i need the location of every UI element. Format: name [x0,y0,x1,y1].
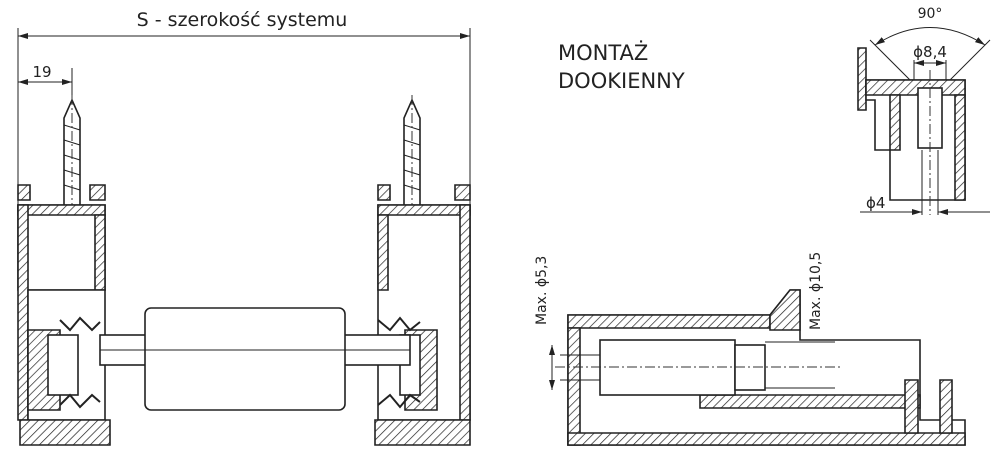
mounting-title-line2: DOOKIENNY [558,69,685,93]
max-drill-detail: Max. ϕ5,3 Max. ϕ10,5 [534,252,966,446]
offset-label: 19 [32,63,51,81]
system-width-label: S - szerokość systemu [137,9,348,31]
left-frame-profile [17,184,111,446]
mounting-title-line1: MONTAŻ [558,40,648,65]
offset-dimension: 19 [18,63,73,110]
max-large-diameter-label: Max. ϕ10,5 [808,252,824,330]
hole-diameter-label: ϕ4 [866,194,885,212]
max-small-diameter-label: Max. ϕ5,3 [534,256,550,325]
countersink-diameter-label: ϕ8,4 [913,43,947,61]
roller-tube [99,307,411,411]
angle-label: 90° [918,6,943,22]
right-frame-profile [374,184,471,446]
countersink-detail: 90° ϕ8,4 ϕ4 [857,6,991,215]
